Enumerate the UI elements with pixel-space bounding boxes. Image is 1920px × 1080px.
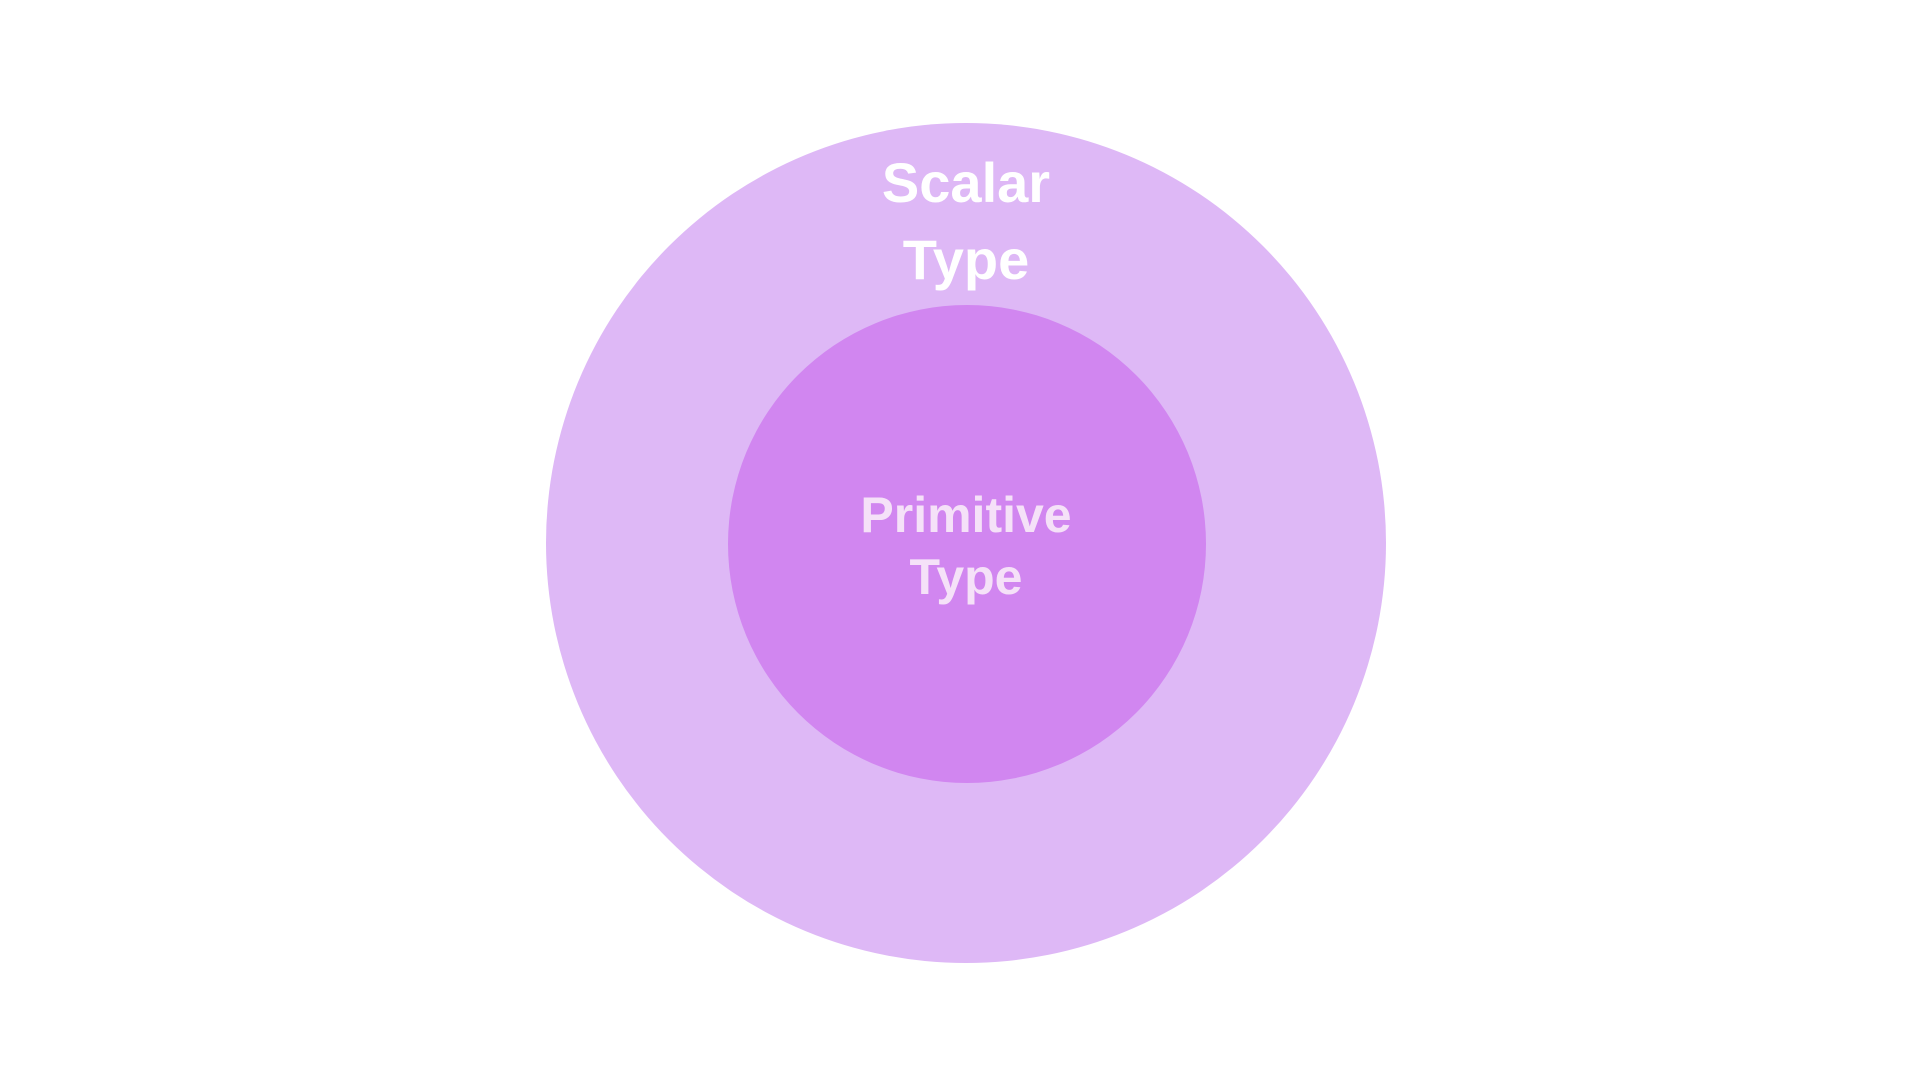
- primitive-type-label-line2: Type: [909, 549, 1023, 605]
- primitive-type-label-line1: Primitive: [860, 487, 1072, 543]
- primitive-type-label: Primitive Type: [860, 484, 1071, 608]
- scalar-type-label-line1: Scalar: [881, 151, 1051, 214]
- scalar-type-label: Scalar Type: [882, 144, 1050, 298]
- scalar-type-label-line2: Type: [902, 228, 1030, 291]
- primitive-type-circle: [728, 305, 1206, 783]
